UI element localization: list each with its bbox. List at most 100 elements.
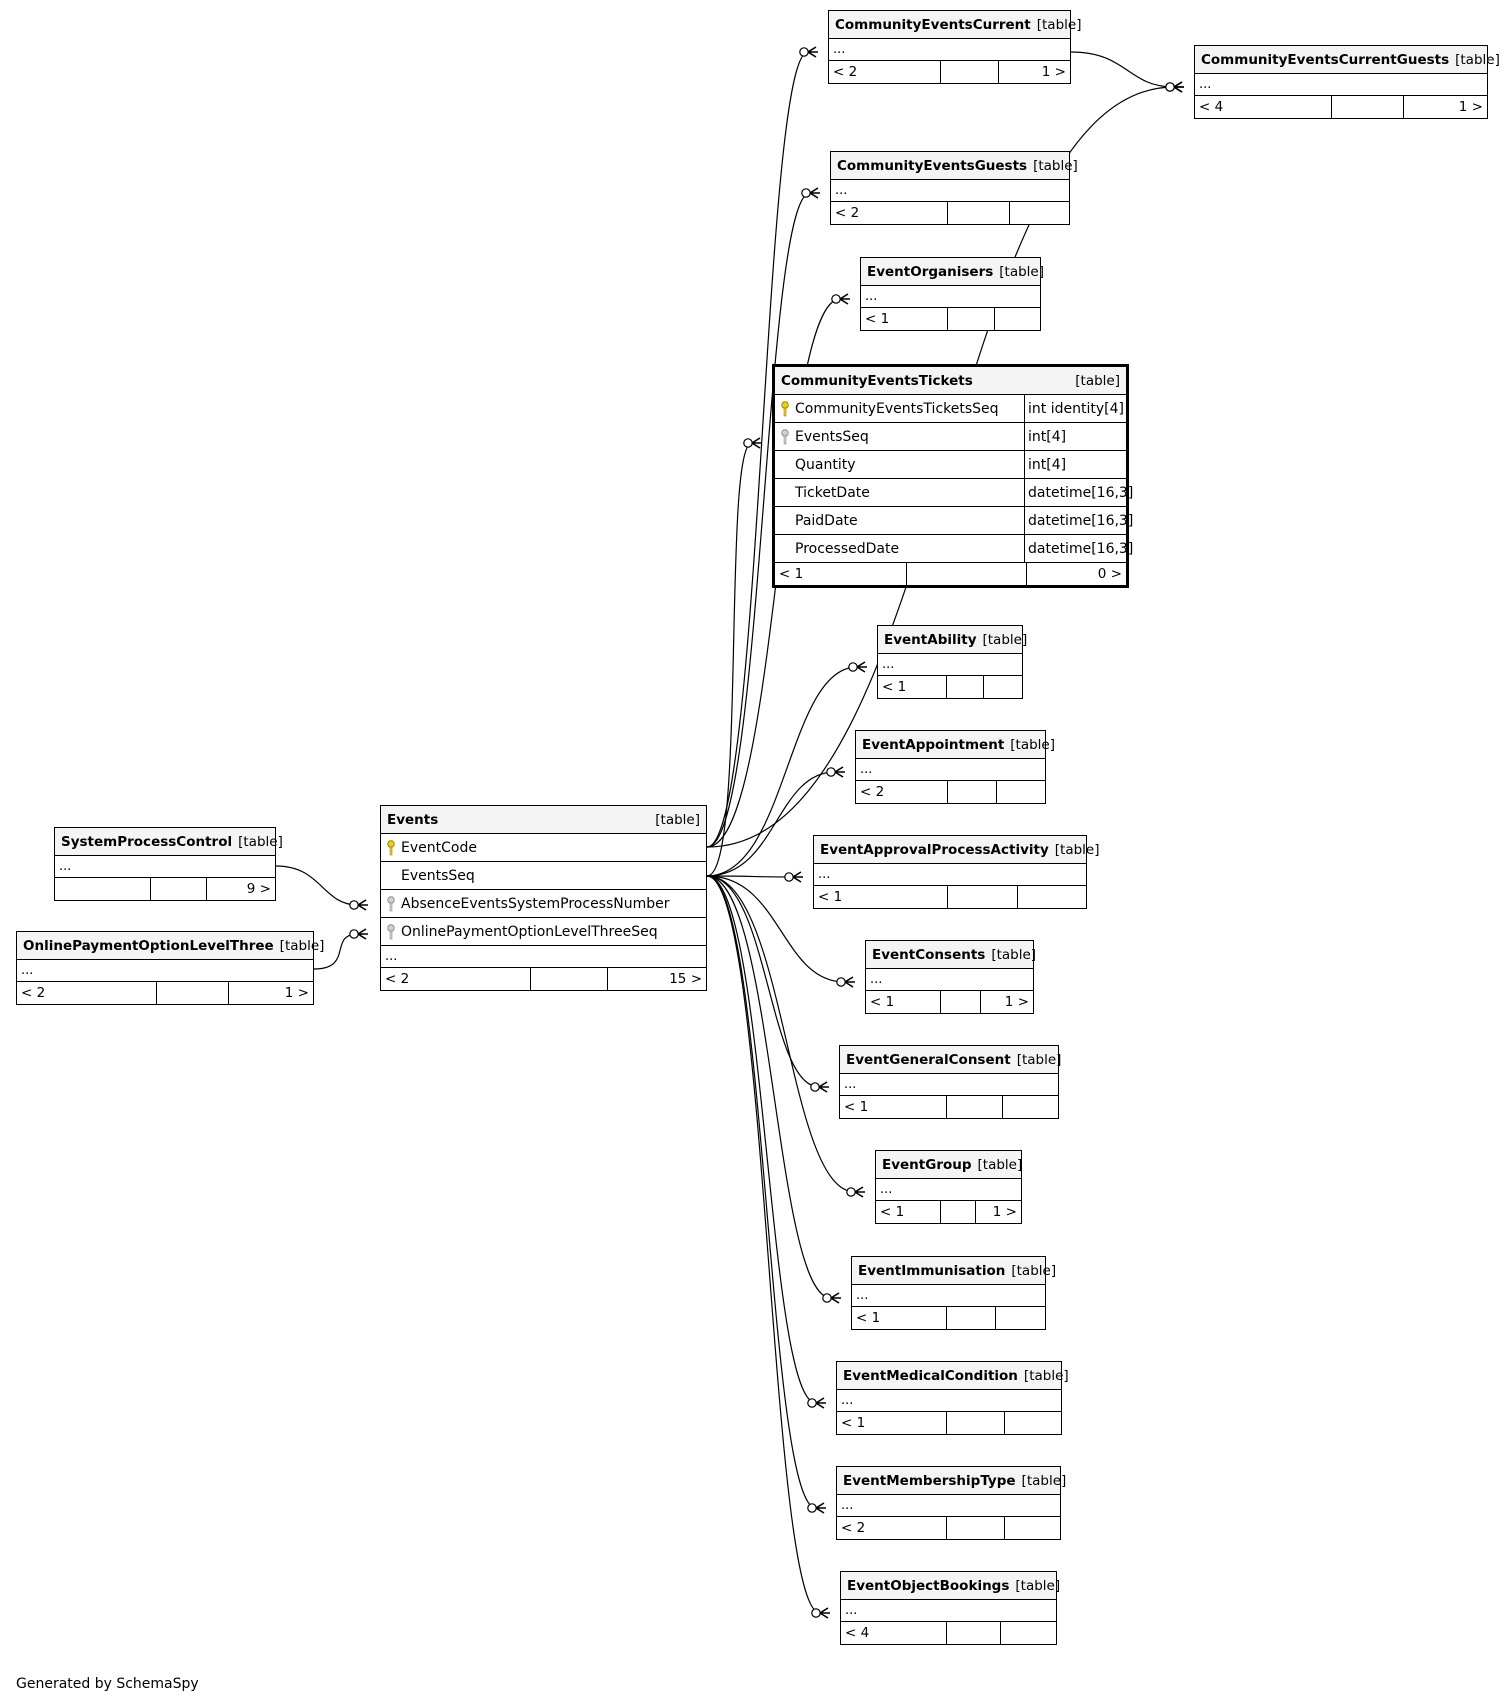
table-name: EventOrganisers (867, 263, 994, 280)
parents-count: < 1 (866, 991, 941, 1013)
edge-line (706, 442, 753, 877)
table-footer: < 1 (837, 1412, 1061, 1434)
table-footer: 9 > (55, 878, 275, 900)
optional-circle-marker (349, 929, 359, 939)
table-kind: [table] (991, 946, 1037, 963)
table-footer: < 1 (861, 308, 1040, 330)
primary-key-icon (381, 839, 401, 856)
table-event-general-consent[interactable]: EventGeneralConsent[table] ... < 1 (839, 1045, 1061, 1119)
table-kind: [table] (1455, 51, 1500, 68)
table-event-immunisation[interactable]: EventImmunisation[table] ... < 1 (851, 1256, 1056, 1330)
edge-line (706, 666, 858, 877)
table-name: CommunityEventsGuests (837, 157, 1028, 174)
column-row[interactable]: EventsSeq int[4] (775, 423, 1126, 451)
more-columns-ellipsis: ... (831, 180, 1069, 202)
children-count (1003, 1096, 1058, 1118)
children-count: 9 > (246, 881, 271, 897)
table-name: EventGroup (882, 1156, 972, 1173)
crows-foot-marker (356, 928, 368, 940)
table-header: CommunityEventsGuests [table] (831, 152, 1078, 180)
column-row[interactable]: AbsenceEventsSystemProcessNumber (381, 890, 706, 918)
column-row[interactable]: ProcessedDate datetime[16,3] (775, 535, 1133, 563)
table-header: EventAppointment[table] (856, 731, 1055, 759)
table-header: EventMembershipType[table] (837, 1467, 1066, 1495)
primary-key-icon (775, 400, 795, 417)
column-name: TicketDate (795, 484, 870, 501)
relationship-edge (706, 187, 820, 848)
table-event-approval-process-activity[interactable]: EventApprovalProcessActivity[table] ... … (813, 835, 1100, 909)
table-event-medical-condition[interactable]: EventMedicalCondition[table] ... < 1 (836, 1361, 1069, 1435)
column-type: datetime[16,3] (1024, 479, 1133, 506)
children-count (1005, 1517, 1060, 1539)
table-footer: < 1 (852, 1307, 1045, 1329)
table-name: EventAppointment (862, 736, 1005, 753)
relationship-edge (706, 875, 830, 1619)
table-kind: [table] (655, 811, 700, 828)
more-columns-ellipsis: ... (878, 654, 1022, 676)
crows-foot-marker (838, 293, 850, 305)
column-row[interactable]: OnlinePaymentOptionLevelThreeSeq (381, 918, 706, 946)
column-row[interactable]: Quantity int[4] (775, 451, 1126, 479)
table-event-membership-type[interactable]: EventMembershipType[table] ... < 2 (836, 1466, 1066, 1540)
column-row[interactable]: EventsSeq (381, 862, 706, 890)
crows-foot-marker (791, 871, 803, 883)
table-community-events-current-guests[interactable]: CommunityEventsCurrentGuests[table] ... … (1194, 45, 1500, 119)
table-header: EventMedicalCondition[table] (837, 1362, 1069, 1390)
table-event-ability[interactable]: EventAbility[table] ... < 1 (877, 625, 1027, 699)
table-header: EventObjectBookings[table] (841, 1572, 1060, 1600)
table-kind: [table] (1036, 16, 1082, 33)
crows-foot-marker (750, 437, 762, 449)
column-row[interactable]: PaidDate datetime[16,3] (775, 507, 1133, 535)
crows-foot-marker (843, 976, 855, 988)
optional-circle-marker (799, 47, 809, 57)
column-row[interactable]: TicketDate datetime[16,3] (775, 479, 1133, 507)
table-name: SystemProcessControl (61, 833, 233, 850)
crows-foot-marker (806, 46, 818, 58)
table-kind: [table] (1015, 1577, 1061, 1594)
table-kind: [table] (1021, 1472, 1067, 1489)
table-header: EventApprovalProcessActivity[table] (814, 836, 1100, 864)
table-system-process-control[interactable]: SystemProcessControl[table] ... 9 > (54, 827, 283, 901)
table-event-object-bookings[interactable]: EventObjectBookings[table] ... < 4 (840, 1571, 1060, 1645)
parents-count: < 1 (775, 563, 907, 585)
table-community-events-tickets[interactable]: CommunityEventsTickets [table] Community… (772, 364, 1133, 588)
edge-line (706, 875, 846, 983)
column-row[interactable]: CommunityEventsTicketsSeq int identity[4… (775, 395, 1126, 423)
relationship-edge (706, 661, 867, 877)
table-online-payment-option-level-three[interactable]: OnlinePaymentOptionLevelThree[table] ...… (16, 931, 324, 1005)
table-name: CommunityEventsCurrent (835, 16, 1031, 33)
optional-circle-marker (801, 188, 811, 198)
column-name: EventsSeq (401, 867, 475, 884)
table-name: EventApprovalProcessActivity (820, 841, 1049, 858)
edge-line (706, 875, 794, 878)
relationship-edge (706, 875, 826, 1514)
table-footer: < 1 (840, 1096, 1058, 1118)
table-events[interactable]: Events [table] EventCode EventsSeq Absen… (380, 805, 707, 991)
edge-line (706, 875, 820, 1088)
crows-foot-marker (814, 1397, 826, 1409)
optional-circle-marker (826, 767, 836, 777)
table-footer: < 2 (831, 202, 1069, 224)
relationship-edge (706, 875, 865, 1198)
crows-foot-marker (833, 766, 845, 778)
table-kind: [table] (1033, 157, 1078, 174)
optional-circle-marker (349, 900, 359, 910)
optional-circle-marker (822, 1293, 832, 1303)
table-community-events-guests[interactable]: CommunityEventsGuests [table] ... < 2 (830, 151, 1078, 225)
parents-count: < 1 (840, 1096, 947, 1118)
table-header: EventOrganisers[table] (861, 258, 1044, 286)
table-event-organisers[interactable]: EventOrganisers[table] ... < 1 (860, 257, 1044, 331)
column-name: EventCode (401, 839, 477, 856)
more-columns-ellipsis: ... (841, 1600, 1056, 1622)
column-row[interactable]: EventCode (381, 834, 706, 862)
optional-circle-marker (743, 438, 753, 448)
children-count: 1 > (1458, 99, 1483, 115)
crows-foot-marker (817, 1081, 829, 1093)
relationship-edge (706, 871, 803, 883)
table-event-appointment[interactable]: EventAppointment[table] ... < 2 (855, 730, 1055, 804)
table-name: EventAbility (884, 631, 977, 648)
